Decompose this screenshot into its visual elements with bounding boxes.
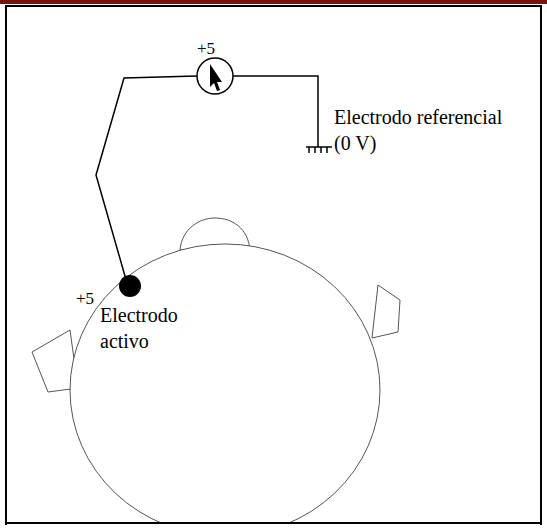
active-electrode-dot bbox=[119, 275, 141, 297]
meter-circle bbox=[197, 58, 233, 94]
right-ear bbox=[372, 285, 400, 338]
wire bbox=[96, 76, 318, 283]
frame-bottom bbox=[6, 522, 541, 524]
ground-tick bbox=[308, 147, 310, 153]
meter-symbol bbox=[197, 58, 233, 94]
head-outline bbox=[32, 218, 400, 530]
meter-pointer bbox=[210, 64, 222, 91]
bottom-mask bbox=[7, 522, 540, 530]
ground-symbol bbox=[306, 147, 332, 153]
reference-electrode-label: Electrodo referencial (0 V) bbox=[334, 104, 506, 156]
wire-active bbox=[96, 76, 197, 283]
ground-line bbox=[306, 146, 332, 148]
head bbox=[70, 244, 380, 530]
meter-value: +5 bbox=[197, 36, 237, 62]
top-bar bbox=[0, 0, 547, 4]
ground-tick bbox=[326, 147, 328, 153]
ground-tick bbox=[314, 147, 316, 153]
wire-reference bbox=[233, 76, 318, 147]
active-electrode-label: Electrodo activo bbox=[100, 302, 204, 354]
ground-tick bbox=[320, 147, 322, 153]
